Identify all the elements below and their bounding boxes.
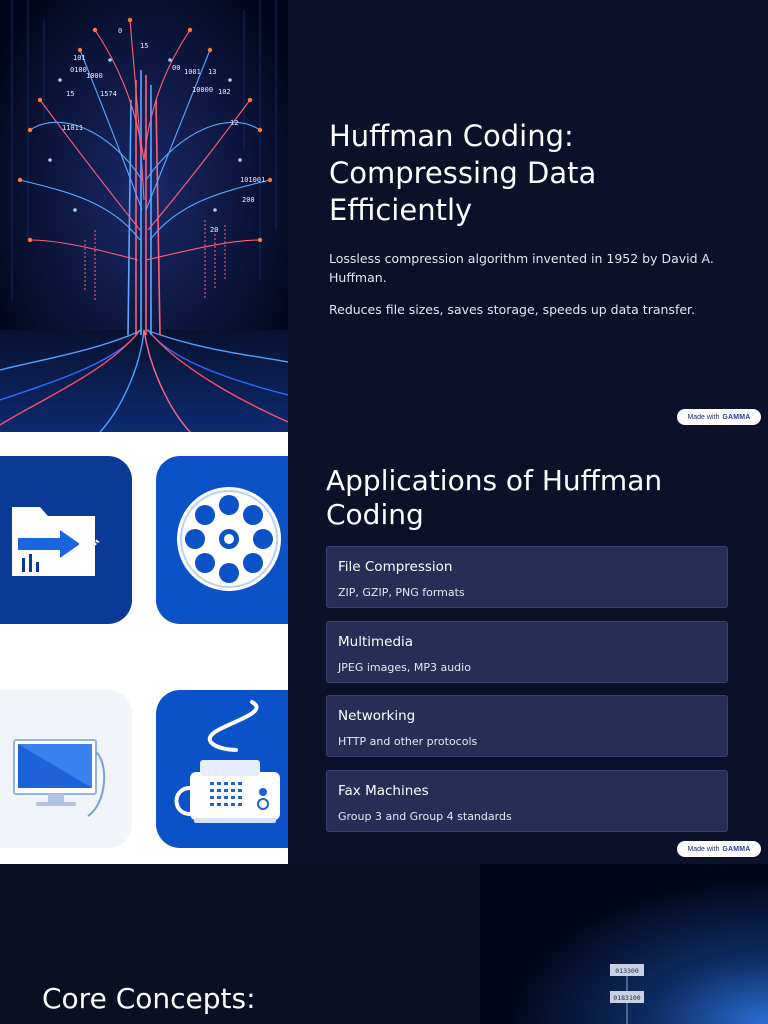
svg-text:0: 0 xyxy=(118,27,122,35)
svg-text:200: 200 xyxy=(242,196,255,204)
svg-text:15: 15 xyxy=(66,90,74,98)
svg-text:10000: 10000 xyxy=(192,86,213,94)
card-description: Group 3 and Group 4 standards xyxy=(338,810,512,823)
card-description: JPEG images, MP3 audio xyxy=(338,661,471,674)
slide-applications: Applications of Huffman Coding File Comp… xyxy=(0,432,768,864)
svg-text:12: 12 xyxy=(230,119,238,127)
application-card-file-compression: File Compression ZIP, GZIP, PNG formats xyxy=(326,546,728,608)
slide1-paragraph-2: Reduces file sizes, saves storage, speed… xyxy=(329,302,696,317)
slide1-paragraph-1: Lossless compression algorithm invented … xyxy=(329,251,714,285)
svg-text:11011: 11011 xyxy=(62,124,83,132)
svg-text:1000: 1000 xyxy=(86,72,103,80)
slide2-title: Applications of Huffman Coding xyxy=(326,464,663,531)
svg-text:13: 13 xyxy=(208,68,216,76)
card-title: Fax Machines xyxy=(338,783,429,799)
application-card-multimedia: Multimedia JPEG images, MP3 audio xyxy=(326,621,728,683)
badge-label: Made with xyxy=(687,413,720,421)
slide-intro: 0 15 101 0100 1000 1001 15 00 102 10000 … xyxy=(0,0,768,432)
badge-label: Made with xyxy=(687,845,720,853)
slide3-title: Core Concepts: xyxy=(42,982,256,1015)
made-with-gamma-badge[interactable]: Made with GAMMA xyxy=(677,409,761,425)
svg-text:20: 20 xyxy=(210,226,218,234)
svg-text:00: 00 xyxy=(172,64,180,72)
svg-text:013300: 013300 xyxy=(615,967,639,975)
svg-text:0183100: 0183100 xyxy=(613,994,640,1002)
card-title: Networking xyxy=(338,708,416,724)
svg-text:102: 102 xyxy=(218,88,231,96)
svg-text:101: 101 xyxy=(73,54,86,62)
card-description: HTTP and other protocols xyxy=(338,735,478,748)
badge-brand: GAMMA xyxy=(722,845,751,853)
made-with-gamma-badge[interactable]: Made with GAMMA xyxy=(677,841,761,857)
badge-brand: GAMMA xyxy=(722,413,751,421)
fax-machine-icon xyxy=(156,690,288,848)
application-card-fax-machines: Fax Machines Group 3 and Group 4 standar… xyxy=(326,770,728,832)
folder-arrow-icon xyxy=(0,456,132,624)
card-title: File Compression xyxy=(338,559,453,575)
huffman-tree-illustration: 013300 0183100 xyxy=(480,864,768,1024)
svg-text:1001: 1001 xyxy=(184,68,201,76)
svg-text:15: 15 xyxy=(140,42,148,50)
svg-text:101001: 101001 xyxy=(240,176,265,184)
slide-core-concepts: Core Concepts: 013300 0183100 xyxy=(0,864,768,1024)
svg-text:1574: 1574 xyxy=(100,90,117,98)
film-reel-icon xyxy=(156,456,288,624)
card-title: Multimedia xyxy=(338,634,414,650)
applications-icon-grid xyxy=(0,432,288,864)
slide1-title: Huffman Coding: Compressing Data Efficie… xyxy=(329,119,597,227)
binary-tree-illustration: 0 15 101 0100 1000 1001 15 00 102 10000 … xyxy=(0,0,288,432)
svg-text:0100: 0100 xyxy=(70,66,87,74)
application-card-networking: Networking HTTP and other protocols xyxy=(326,695,728,757)
computer-monitor-icon xyxy=(0,690,132,848)
card-description: ZIP, GZIP, PNG formats xyxy=(338,586,465,599)
